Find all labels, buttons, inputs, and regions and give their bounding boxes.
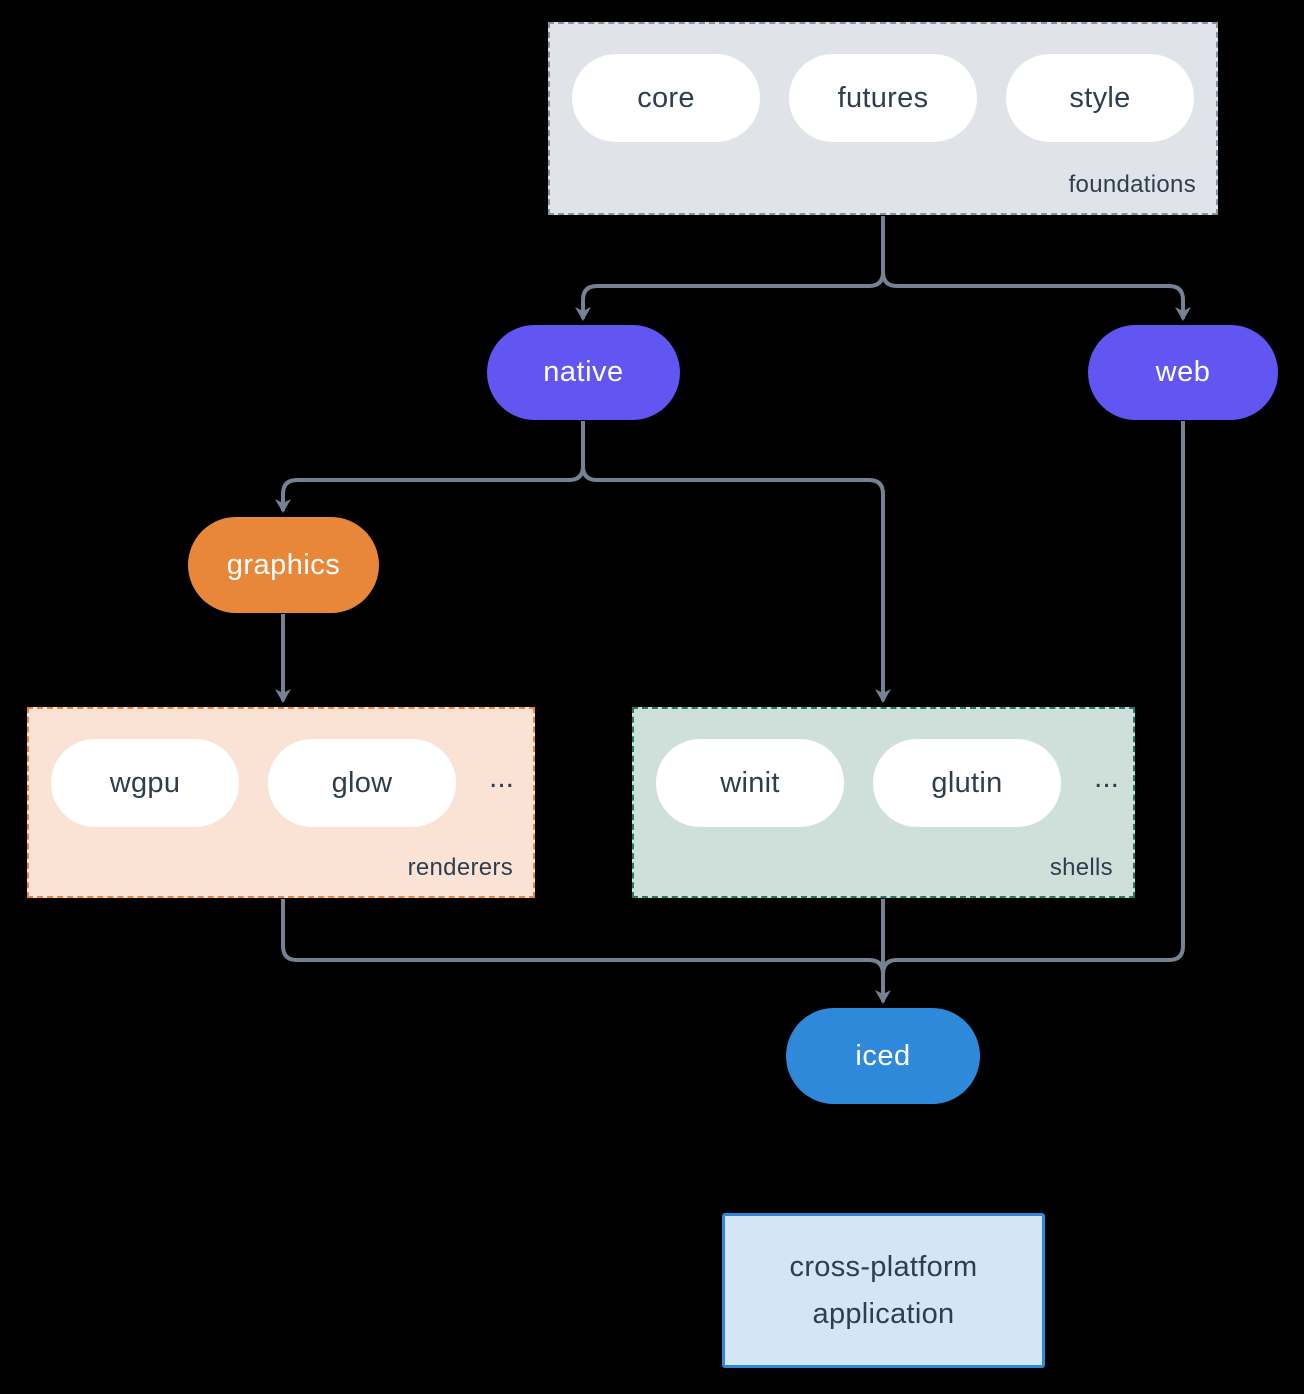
renderers-label: renderers (407, 854, 513, 881)
foundations-group: core futures style foundations (548, 22, 1218, 215)
application-label-line2: application (812, 1297, 955, 1330)
web-node: web (1088, 325, 1278, 420)
shells-label: shells (1049, 854, 1113, 881)
application-label-line1: cross-platform (789, 1250, 978, 1283)
pill-glutin: glutin (873, 739, 1061, 827)
foundations-pill-row: core futures style (550, 24, 1216, 142)
pill-futures: futures (789, 54, 977, 142)
pill-winit: winit (656, 739, 844, 827)
line-renderers-to-merge (281, 899, 885, 990)
native-node: native (487, 325, 680, 420)
graphics-node: graphics (188, 517, 379, 613)
line-web-to-merge (881, 421, 1185, 990)
arrow-foundations-to-native (575, 216, 885, 321)
pill-core: core (572, 54, 760, 142)
shells-group: winit glutin ... shells (632, 707, 1135, 898)
pill-wgpu: wgpu (51, 739, 239, 827)
foundations-label: foundations (1068, 171, 1196, 198)
pill-glow: glow (268, 739, 456, 827)
renderers-group: wgpu glow ... renderers (27, 707, 535, 898)
renderers-pill-row: wgpu glow ... (29, 709, 533, 827)
arrow-native-to-shells (581, 421, 891, 703)
application-box: cross-platform application (722, 1213, 1045, 1368)
arrow-native-to-graphics (275, 421, 585, 513)
pill-style: style (1006, 54, 1194, 142)
renderers-ellipsis: ... (489, 761, 515, 794)
shells-ellipsis: ... (1094, 761, 1120, 794)
shells-pill-row: winit glutin ... (634, 709, 1133, 827)
arrow-foundations-to-web (881, 216, 1191, 321)
iced-node: iced (786, 1008, 980, 1104)
